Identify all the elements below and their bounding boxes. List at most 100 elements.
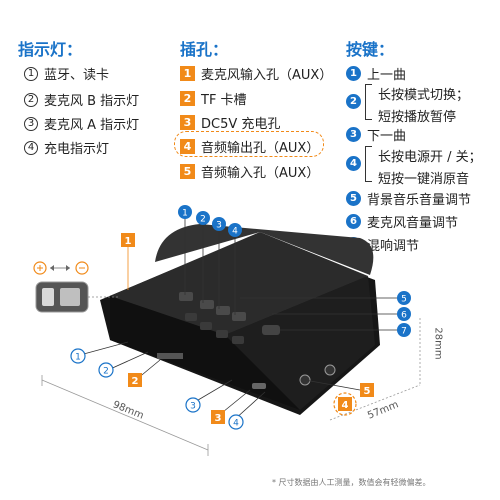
button-label-3: 下一曲 (367, 129, 407, 144)
top-buttons (179, 292, 280, 344)
callout-indicator-1-label: 1 (75, 353, 81, 363)
callout-button-6 (397, 307, 411, 321)
top-knob-b (200, 322, 212, 330)
callout-indicator-1 (70, 348, 86, 364)
callout-button-1 (178, 205, 192, 219)
button-label-1: 上一曲 (367, 68, 407, 83)
button-item-1: 1 上一曲 (346, 64, 406, 83)
button-bracket-2 (365, 84, 372, 120)
callout-button-7 (397, 323, 411, 337)
callout-port-5-label: 5 (364, 386, 371, 397)
callout-markers: 1 2 3 4 5 6 7 1 2 3 4 1 2 3 (70, 205, 411, 430)
port-label-3: DC5V 充电孔 (201, 117, 281, 132)
plus-icon (33, 261, 47, 275)
dimension-height: 28mm (432, 327, 444, 360)
callout-button-1-label: 1 (182, 209, 188, 219)
button-lines-4: 长按电源开 / 关； 短按一键消原音 (378, 146, 482, 187)
port-number-1: 1 (180, 66, 195, 81)
callout-button-6-label: 6 (401, 311, 407, 321)
port-label-1: 麦克风输入孔（AUX） (201, 68, 333, 83)
top-knob-d (232, 336, 244, 344)
callout-indicator-2 (98, 362, 114, 378)
top-knob-a (185, 313, 197, 321)
port-item-4: 4 音频输出孔（AUX） (180, 137, 319, 156)
callout-indicator-4-label: 4 (233, 419, 239, 429)
top-button-2 (200, 300, 214, 309)
callout-button-5-label: 5 (401, 295, 407, 305)
callout-button-5 (397, 291, 411, 305)
callout-port-4 (338, 397, 352, 411)
aux-in-port (324, 364, 336, 376)
port-number-5: 5 (180, 164, 195, 179)
ports-title: 插孔： (180, 40, 229, 59)
button-number-6: 6 (346, 214, 361, 229)
callout-port-2-label: 2 (132, 376, 139, 387)
button-item-3: 3 下一曲 (346, 125, 406, 144)
port-label-4: 音频输出孔（AUX） (201, 141, 320, 156)
dimension-lines (41, 318, 421, 456)
callout-button-2-label: 2 (200, 215, 206, 225)
button-label-2a: 长按模式切换； (378, 88, 470, 103)
top-knob-c (216, 330, 228, 338)
top-button-4 (232, 312, 246, 321)
callout-port-1 (121, 233, 135, 247)
button-item-6: 6 麦克风音量调节 (346, 212, 458, 231)
port-item-1: 1 麦克风输入孔（AUX） (180, 64, 332, 83)
dc-port (252, 383, 266, 389)
callout-button-2 (196, 211, 210, 225)
callout-indicator-4 (228, 414, 244, 430)
button-label-7: 混响调节 (367, 239, 420, 254)
buttons-title: 按键： (346, 40, 395, 59)
port-number-2: 2 (180, 91, 195, 106)
indicator-item-3: 3 麦克风 A 指示灯 (24, 114, 139, 133)
port-item-3: 3 DC5V 充电孔 (180, 113, 280, 132)
switch-inset (33, 261, 118, 313)
indicator-number-2: 2 (24, 92, 38, 107)
top-slider (262, 325, 280, 335)
minus-icon (75, 261, 89, 275)
port-item-2: 2 TF 卡槽 (180, 89, 247, 108)
top-button-1 (179, 292, 193, 301)
callout-port-4-label: 4 (342, 400, 349, 411)
callout-port-3 (211, 410, 225, 424)
indicator-number-1: 1 (24, 66, 38, 81)
callout-button-4-label: 4 (232, 227, 238, 237)
button-label-5: 背景音乐音量调节 (367, 193, 472, 208)
callout-indicator-3 (185, 397, 201, 413)
device-body (100, 224, 380, 415)
indicator-number-3: 3 (24, 116, 38, 131)
port-item-5: 5 音频输入孔（AUX） (180, 162, 319, 181)
port-label-5: 音频输入孔（AUX） (201, 166, 320, 181)
callout-button-4 (228, 223, 242, 237)
indicator-item-2: 2 麦克风 B 指示灯 (24, 90, 139, 109)
callout-port-1-label: 1 (125, 236, 132, 247)
indicators-title: 指示灯： (18, 40, 83, 59)
callout-button-3 (212, 217, 226, 231)
button-number-1: 1 (346, 66, 361, 81)
callout-port-5 (360, 383, 374, 397)
button-number-3: 3 (346, 127, 361, 142)
button-item-4: 4 长按电源开 / 关； 短按一键消原音 (346, 146, 482, 187)
indicator-label-4: 充电指示灯 (44, 142, 110, 157)
button-number-4: 4 (346, 156, 361, 171)
button-lines-2: 长按模式切换； 短按播放暂停 (378, 84, 469, 125)
indicator-label-2: 麦克风 B 指示灯 (44, 94, 140, 109)
button-item-5: 5 背景音乐音量调节 (346, 189, 471, 208)
highlight-outline (174, 131, 324, 157)
button-number-5: 5 (346, 191, 361, 206)
indicator-item-4: 4 充电指示灯 (24, 138, 109, 157)
port-number-4: 4 (180, 139, 195, 154)
button-bracket-4 (365, 146, 372, 182)
button-item-2: 2 长按模式切换； 短按播放暂停 (346, 84, 469, 125)
callout-port-3-label: 3 (215, 413, 222, 424)
button-label-2b: 短按播放暂停 (378, 110, 457, 125)
callout-button-7-label: 7 (401, 327, 407, 337)
button-label-4b: 短按一键消原音 (378, 172, 470, 187)
callout-button-3-label: 3 (216, 221, 222, 231)
top-button-3 (216, 306, 230, 315)
button-label-6: 麦克风音量调节 (367, 216, 459, 231)
callout-indicator-3-label: 3 (190, 402, 196, 412)
callout-port-2 (128, 373, 142, 387)
leader-lines (79, 212, 398, 421)
